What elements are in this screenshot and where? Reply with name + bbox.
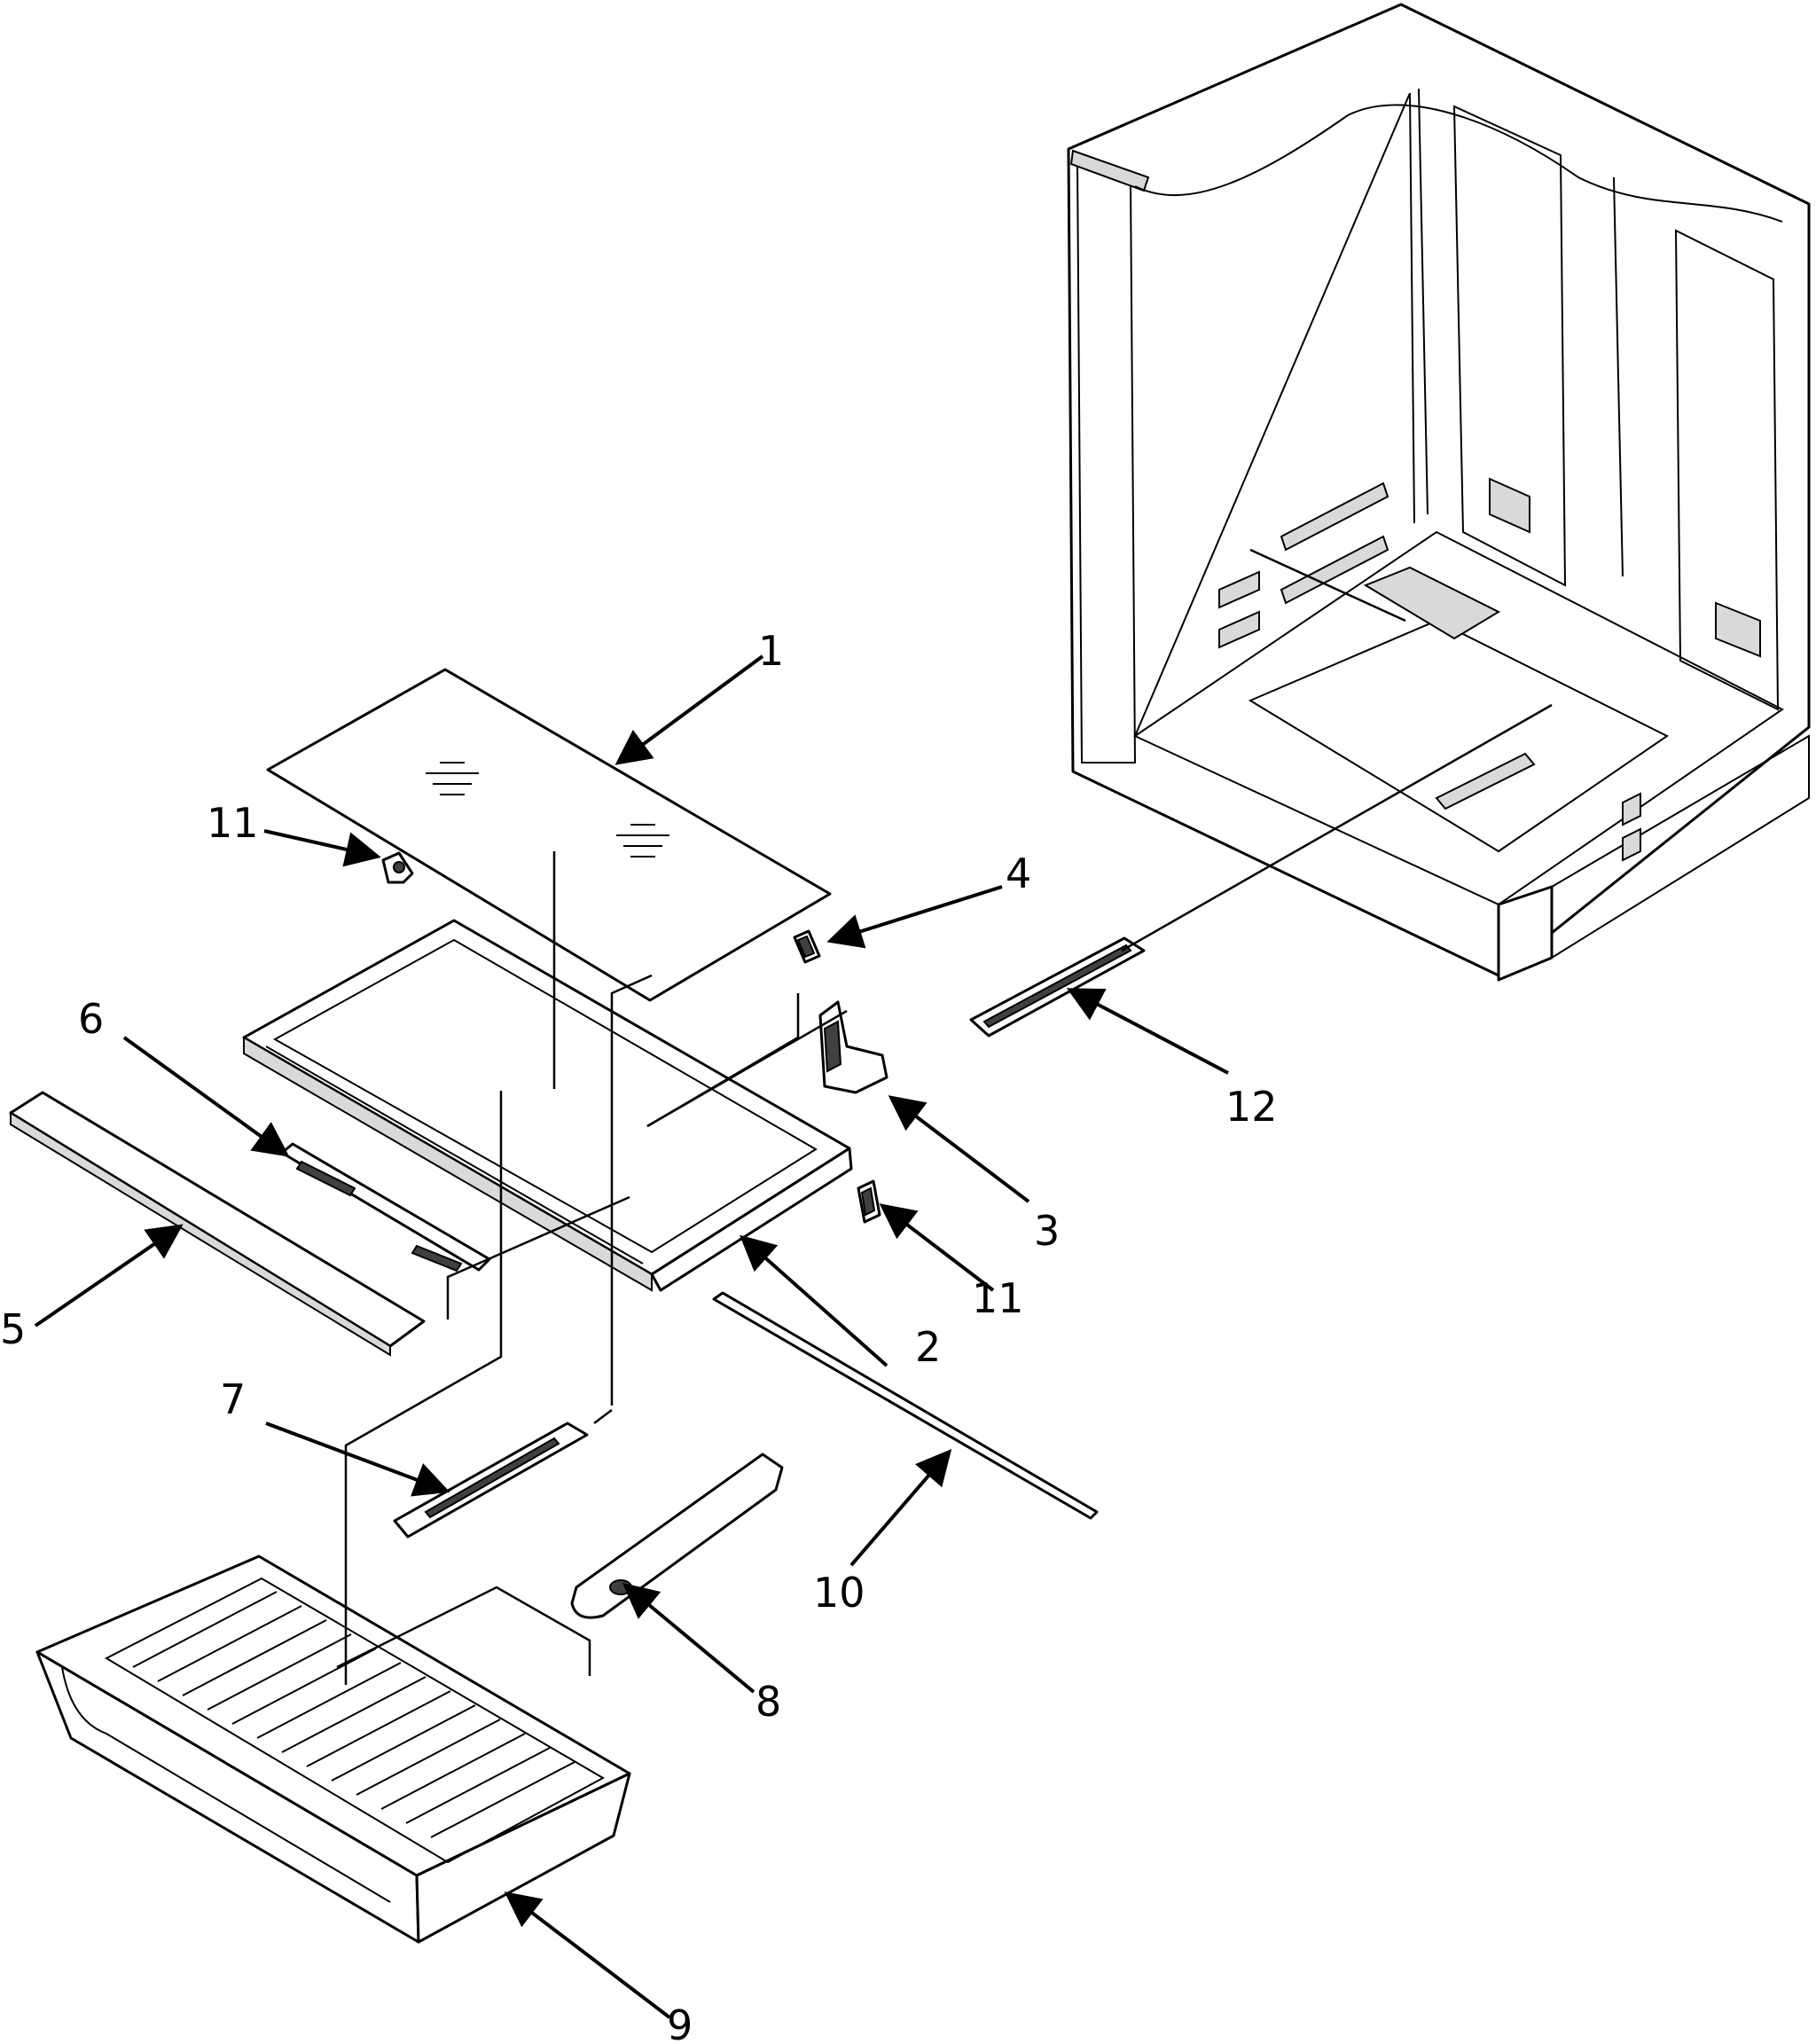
- part-10-slide-rail: [712, 1291, 1099, 1520]
- callout-4: 4: [1006, 850, 1031, 897]
- cabinet-liner: [1067, 3, 1811, 982]
- callout-6: 6: [78, 995, 104, 1043]
- callout-8: 8: [755, 1678, 781, 1726]
- part-12-rear-support: [969, 936, 1146, 1038]
- callout-10: 10: [813, 1569, 865, 1617]
- glass-symbol-icon: [426, 762, 479, 795]
- callout-3: 3: [1034, 1207, 1060, 1255]
- callout-12: 12: [1225, 1083, 1278, 1131]
- glass-symbol-icon: [616, 824, 669, 858]
- callout-arrows: [34, 654, 1229, 2019]
- callout-11-upper: 11: [207, 799, 259, 847]
- part-8-slide-cover: [570, 1453, 784, 1619]
- callout-11-lower: 11: [972, 1274, 1024, 1322]
- callout-2: 2: [915, 1323, 941, 1371]
- part-11-clip-upper: [381, 851, 414, 884]
- part-4-pad: [793, 929, 821, 964]
- callout-1: 1: [758, 627, 784, 675]
- callout-labels: 1 2 3 4 5 6 7 8 9 10 11 11 12: [0, 627, 1278, 2044]
- part-2-shelf-frame: [242, 919, 853, 1292]
- callout-7: 7: [220, 1375, 246, 1423]
- part-9-crisper-drawer: [35, 1555, 631, 1944]
- part-3-shelf-bracket: [818, 1000, 888, 1094]
- part-5-front-trim: [9, 1091, 426, 1357]
- part-1-glass-shelf: [266, 668, 832, 1002]
- callout-9: 9: [667, 2001, 693, 2044]
- drawer-ribs: [132, 1591, 575, 1838]
- part-11-clip-lower: [857, 1179, 881, 1224]
- part-7-drawer-slide: [393, 1421, 589, 1539]
- callout-5: 5: [0, 1305, 26, 1353]
- assembly-leader-lines: [336, 548, 1553, 1685]
